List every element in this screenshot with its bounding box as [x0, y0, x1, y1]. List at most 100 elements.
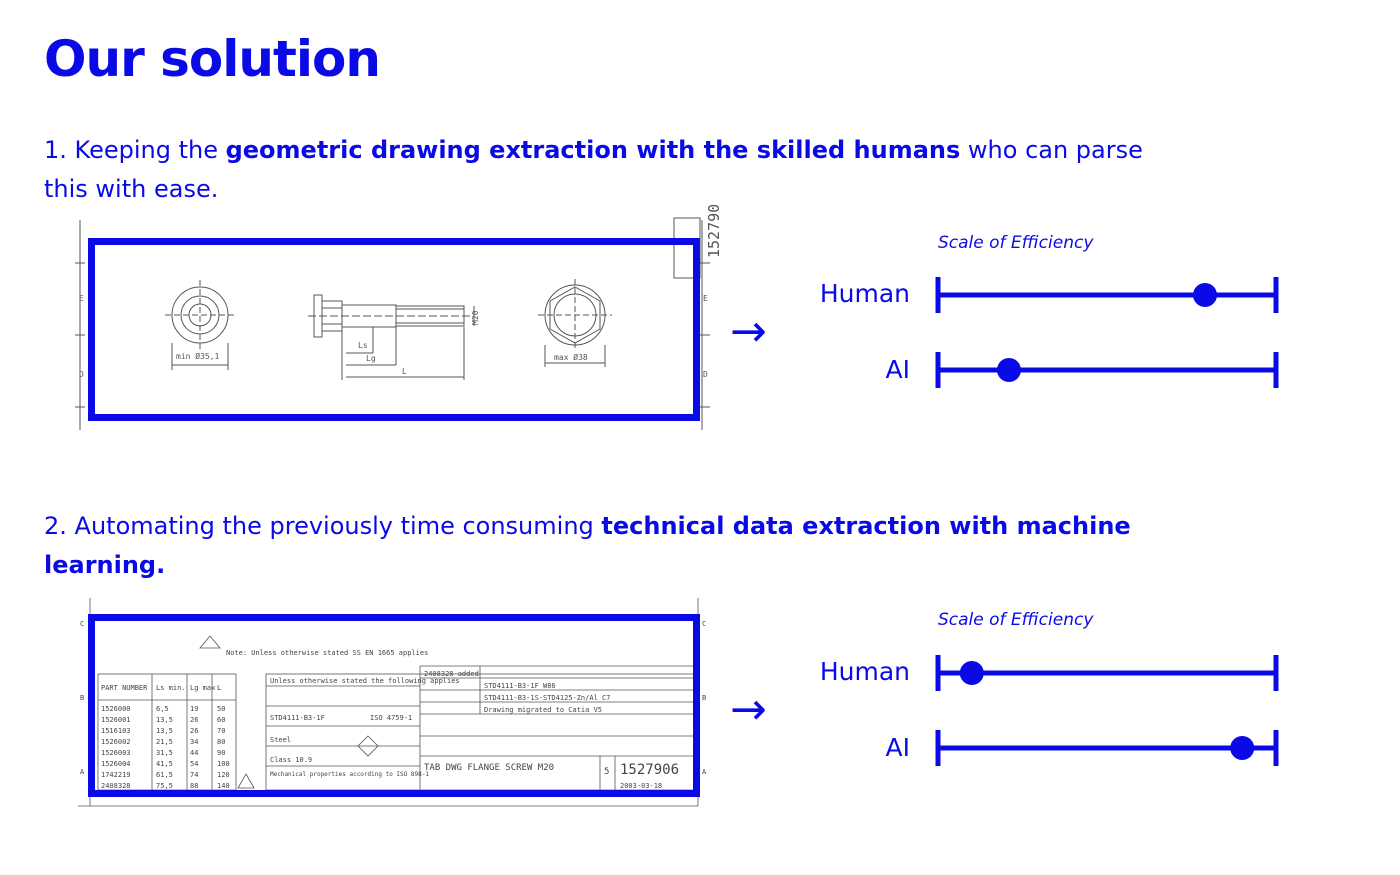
tb-sheet: 5: [604, 767, 609, 777]
table-cell: 100: [217, 760, 230, 768]
point-1-emphasis: geometric drawing extraction with the sk…: [225, 136, 961, 164]
frame-number: 152790: [705, 204, 723, 258]
table-cell: 88: [190, 782, 198, 790]
arrow-icon: →: [730, 306, 767, 357]
table-header-l: L: [217, 684, 221, 692]
drawing-note: Note: Unless otherwise stated SS EN 1665…: [226, 649, 428, 657]
table-cell: 2408328: [101, 782, 131, 790]
frame-row-d: D: [79, 370, 84, 379]
technical-data-drawing-2: Note: Unless otherwise stated SS EN 1665…: [70, 596, 720, 814]
scale-label-human: Human: [819, 657, 910, 686]
table-cell: 1526002: [101, 738, 131, 746]
frame-row-c-right: C: [702, 620, 706, 628]
table-cell: 1526001: [101, 716, 131, 724]
efficiency-scale-2: Scale of Efficiency Human AI: [800, 610, 1320, 790]
table-cell: 1526003: [101, 749, 131, 757]
scale-caption: Scale of Efficiency: [938, 610, 1094, 630]
table-cell: 61,5: [156, 771, 173, 779]
drawing-highlight-box: [88, 238, 700, 421]
table-cell: 75,5: [156, 782, 173, 790]
scale-track-ai: [935, 730, 1279, 766]
point-1-suffix: who can parse this with ease.: [44, 136, 1143, 203]
drawing-highlight-box: [88, 614, 700, 797]
frame-row-c: C: [80, 620, 84, 628]
scale-caption: Scale of Efficiency: [938, 233, 1094, 253]
geometric-drawing-1: min Ø35,1 Ls Lg L max Ø38 M20 152790 E D…: [70, 204, 723, 435]
scale-track-svg: [935, 277, 1279, 388]
table-cell: 80: [217, 738, 225, 746]
frame-row-a-right: A: [702, 768, 707, 776]
rev-b3: STD4111-B3-1F W86: [484, 682, 556, 690]
scale-knob-human: [959, 661, 984, 685]
table-cell: 21,5: [156, 738, 173, 746]
frame-row-a: A: [80, 768, 85, 776]
table-cell: 140: [217, 782, 230, 790]
table-cell: 44: [190, 749, 198, 757]
arrow-icon: →: [730, 684, 767, 735]
table-header-part: PART NUMBER: [101, 684, 148, 692]
dim-max-label: max Ø38: [554, 352, 588, 362]
technical-data-svg: Note: Unless otherwise stated SS EN 1665…: [78, 598, 707, 807]
point-2-text: 2. Automating the previously time consum…: [44, 507, 1184, 585]
point-1-text: 1. Keeping the geometric drawing extract…: [44, 131, 1184, 209]
scale-label-ai: AI: [885, 355, 910, 384]
scale-track-svg: [935, 655, 1279, 766]
scale-knob-ai: [996, 358, 1021, 382]
frame-row-e-right: E: [703, 294, 708, 303]
rev-catia: Drawing migrated to Catia V5: [484, 706, 602, 714]
scale-knob-human: [1193, 283, 1218, 307]
table-cell: 19: [190, 705, 198, 713]
tb-unless: Unless otherwise stated the following ap…: [270, 677, 460, 685]
tb-mech: Mechanical properties according to ISO 8…: [270, 771, 429, 778]
table-cell: 70: [217, 727, 225, 735]
scale-track-ai: [935, 352, 1279, 388]
scale-label-ai: AI: [885, 733, 910, 762]
tb-class: Class 10.9: [270, 756, 312, 764]
scale-knob-ai: [1230, 736, 1255, 760]
rev-b2: STD4111-B3-1S-STD4125-Zn/Al C7: [484, 694, 610, 702]
point-2-emphasis: technical data extraction with machine l…: [44, 512, 1131, 579]
point-2-prefix: 2. Automating the previously time consum…: [44, 512, 602, 540]
table-cell: 26: [190, 716, 198, 724]
frame-row-b-right: B: [702, 694, 706, 702]
table-cell: 1526000: [101, 705, 131, 713]
page-title: Our solution: [44, 30, 381, 88]
part-table-rows: 1526000 6,5 19 50 1526001 13,5 26 60 1516103 13,5…: [101, 705, 230, 790]
table-cell: 41,5: [156, 760, 173, 768]
scale-label-human: Human: [819, 279, 910, 308]
table-cell: 1742219: [101, 771, 131, 779]
table-cell: 60: [217, 716, 225, 724]
table-cell: 90: [217, 749, 225, 757]
table-cell: 120: [217, 771, 230, 779]
table-cell: 26: [190, 727, 198, 735]
frame-row-b: B: [80, 694, 84, 702]
tb-std: STD4111-B3-1F: [270, 714, 325, 722]
rev-added: 2408328 added: [424, 670, 479, 678]
tb-steel: Steel: [270, 736, 291, 744]
tb-title: TAB DWG FLANGE SCREW M20: [424, 763, 554, 773]
scale-track-human: [935, 655, 1279, 691]
dim-thread-label: M20: [471, 310, 480, 325]
table-header-ls: Ls min.: [156, 684, 186, 692]
tb-date: 2003-03-18: [620, 782, 662, 790]
table-cell: 13,5: [156, 727, 173, 735]
table-cell: 74: [190, 771, 198, 779]
table-cell: 50: [217, 705, 225, 713]
table-cell: 54: [190, 760, 198, 768]
table-cell: 1516103: [101, 727, 131, 735]
table-cell: 34: [190, 738, 198, 746]
table-cell: 1526004: [101, 760, 131, 768]
table-cell: 31,5: [156, 749, 173, 757]
efficiency-scale-1: Scale of Efficiency Human AI: [800, 233, 1320, 413]
dim-ls-label: Ls: [358, 341, 368, 350]
dim-lg-label: Lg: [366, 354, 376, 363]
table-header-lg: Lg max: [190, 684, 215, 692]
tb-number: 1527906: [620, 762, 679, 778]
scale-track-human: [935, 277, 1279, 313]
dim-min-label: min Ø35,1: [176, 351, 220, 361]
table-cell: 13,5: [156, 716, 173, 724]
dim-l-label: L: [402, 367, 407, 376]
frame-row-e: E: [79, 294, 84, 303]
point-1-prefix: 1. Keeping the: [44, 136, 226, 164]
table-cell: 6,5: [156, 705, 169, 713]
